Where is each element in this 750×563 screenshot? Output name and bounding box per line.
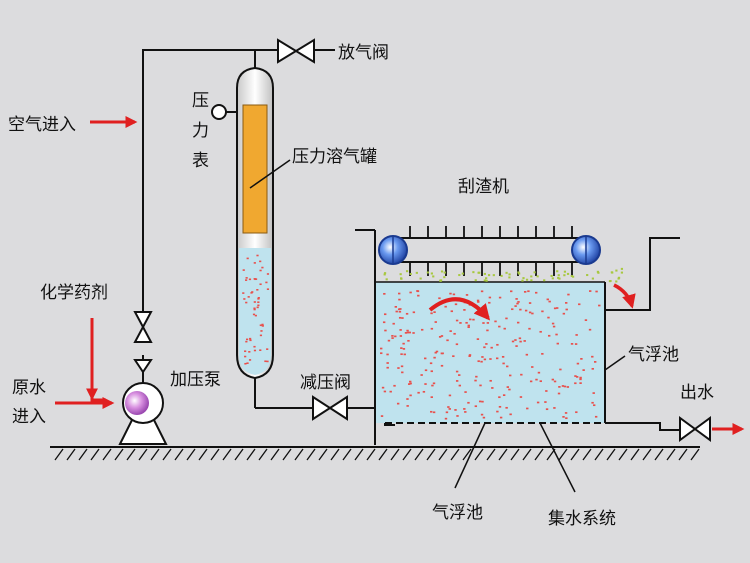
float-tank-right-label: 气浮池 — [628, 345, 679, 365]
air-line-valve[interactable] — [133, 311, 153, 374]
scraper-label: 刮渣机 — [458, 177, 509, 197]
gauge-label-2: 力 — [192, 121, 209, 141]
collection-label: 集水系统 — [548, 509, 616, 529]
float-bottom-leader — [454, 422, 486, 489]
relief-valve[interactable] — [312, 395, 348, 421]
gauge-label-3: 表 — [192, 151, 209, 171]
chemical-label: 化学药剂 — [40, 283, 108, 303]
gauge-label-1: 压 — [192, 91, 209, 111]
float-right-leader — [604, 355, 626, 371]
vent-valve[interactable] — [270, 38, 322, 64]
vent-valve-label: 放气阀 — [338, 43, 389, 63]
collection-leader — [539, 422, 576, 493]
air-inlet-label: 空气进入 — [8, 115, 76, 135]
relief-valve-label: 减压阀 — [300, 373, 351, 393]
raw-water-label-1: 原水 — [12, 378, 46, 398]
pump-label: 加压泵 — [170, 370, 221, 390]
ground — [50, 446, 700, 461]
chemical-arrow-line — [90, 318, 106, 402]
pressure-pump — [118, 372, 168, 445]
sludge-arrow — [613, 283, 636, 309]
flow-arrow — [428, 297, 491, 321]
tank-leader-line — [249, 159, 291, 189]
outlet-label: 出水 — [680, 383, 714, 403]
tank-label: 压力溶气罐 — [292, 147, 377, 167]
scraper — [378, 226, 624, 283]
outlet-valve[interactable] — [679, 416, 711, 442]
pressure-tank — [236, 66, 274, 408]
float-tank-bottom-label: 气浮池 — [432, 503, 483, 523]
raw-water-label-2: 进入 — [12, 407, 46, 427]
pressure-gauge — [211, 104, 238, 120]
vent-pipe — [254, 49, 335, 70]
